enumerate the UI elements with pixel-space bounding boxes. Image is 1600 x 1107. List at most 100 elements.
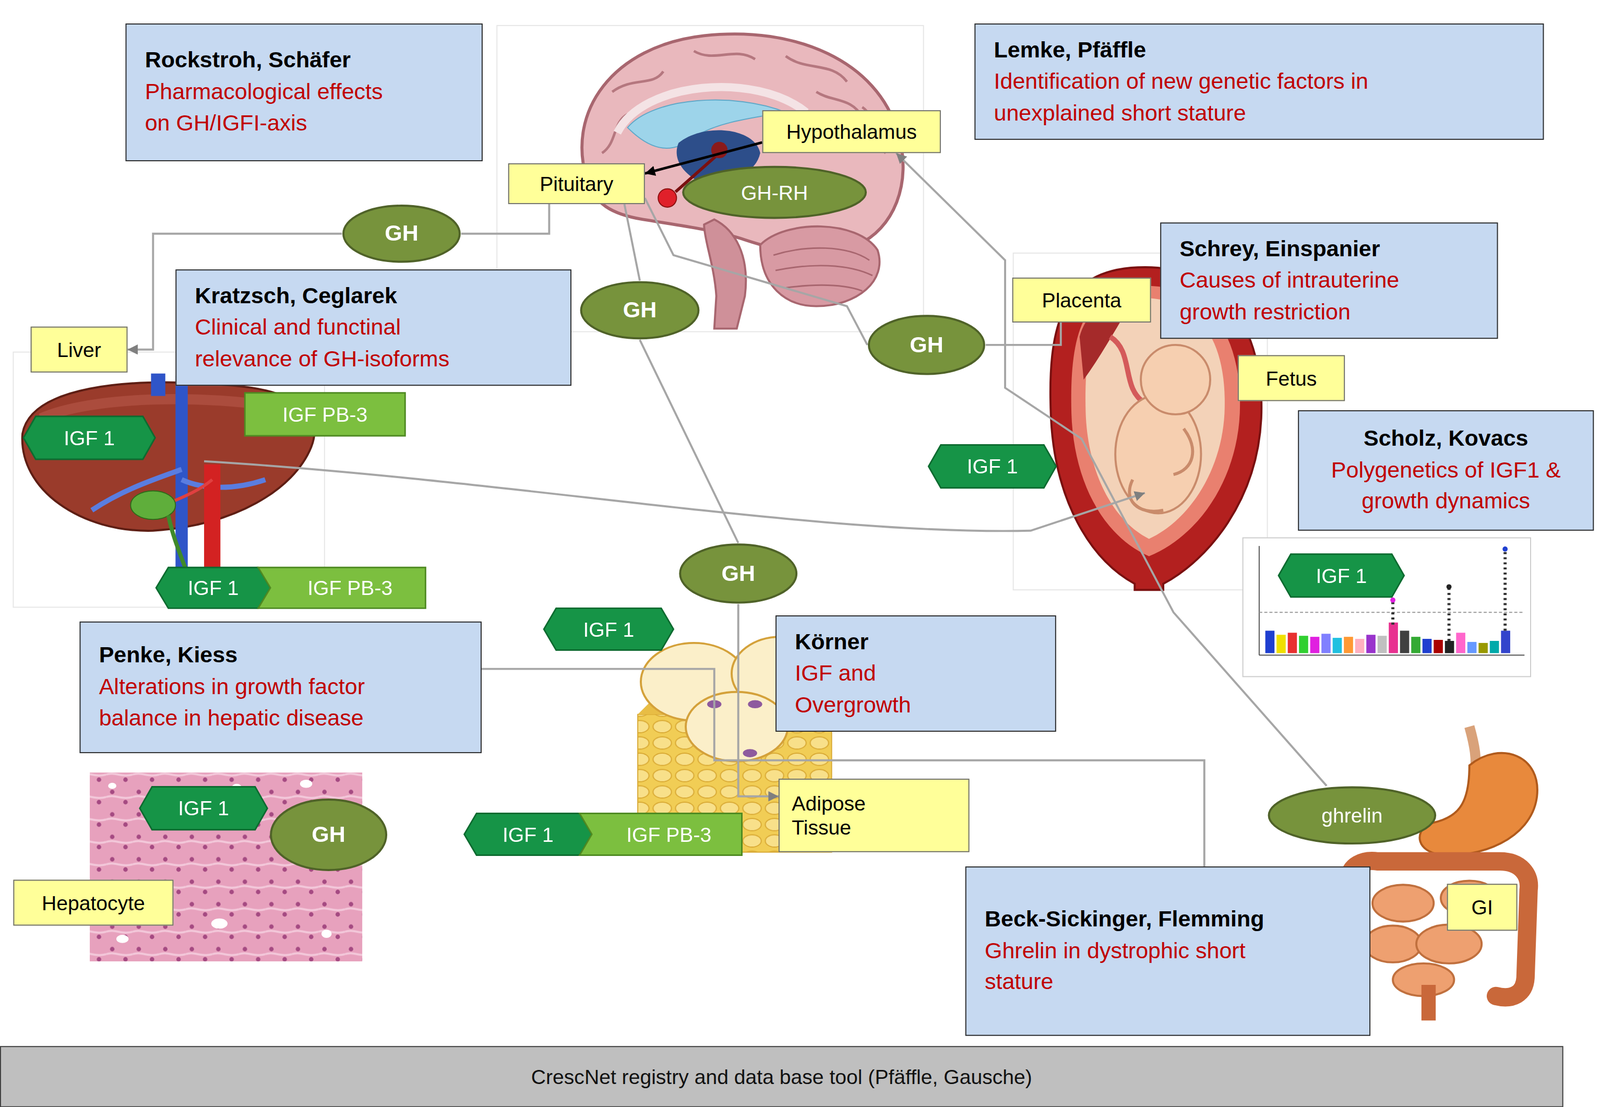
snp-column xyxy=(1355,638,1365,653)
adipocyte xyxy=(685,691,788,762)
protein-tag: IGF 1 xyxy=(543,607,674,650)
fetus-limbs xyxy=(1129,428,1193,511)
stomach xyxy=(1419,753,1537,855)
snp-column xyxy=(1377,635,1388,653)
node-text: ghrelin xyxy=(1321,804,1383,827)
connector xyxy=(738,604,779,797)
research-box: KörnerIGF and Overgrowth xyxy=(775,615,1057,733)
hormone-ellipse: GH xyxy=(867,314,986,376)
tag-outline xyxy=(1278,554,1405,597)
plot-axis xyxy=(1258,545,1260,655)
topic-text: Clinical and functinal relevance of GH-i… xyxy=(194,312,460,375)
connector xyxy=(639,339,739,543)
sinusoid xyxy=(108,782,117,790)
hormone-ellipse: GH-RH xyxy=(681,165,868,220)
research-box: Rockstroh, SchäferPharmacological effect… xyxy=(125,23,483,162)
organ-label: Adipose Tissue xyxy=(778,778,970,853)
node-text: GH xyxy=(311,822,346,847)
node-text: Fetus xyxy=(1266,365,1318,391)
tag-outline xyxy=(244,392,405,436)
protein-tag: IGF PB-3 xyxy=(579,813,743,855)
snp-column xyxy=(1287,632,1298,653)
research-box: Lemke, PfäffleIdentification of new gene… xyxy=(974,23,1544,141)
nucleus xyxy=(747,699,762,709)
snp-column xyxy=(1310,636,1320,653)
node-text: GH xyxy=(623,297,658,323)
node-text: Placenta xyxy=(1042,287,1122,313)
pituitary-dot xyxy=(658,188,677,208)
snp-dot xyxy=(1446,583,1452,590)
large-intestine xyxy=(1348,861,1530,1006)
protein-tag: IGF PB-3 xyxy=(258,567,426,608)
topic-text: IGF and Overgrowth xyxy=(794,658,948,721)
snp-peaks xyxy=(1392,551,1506,641)
tag-outline xyxy=(579,813,743,855)
connector xyxy=(624,204,640,281)
research-box: Scholz, KovacsPolygenetics of IGF1 & gro… xyxy=(1297,410,1594,531)
research-box: Kratzsch, CeglarekClinical and functinal… xyxy=(175,269,572,387)
tag-outline xyxy=(464,813,592,855)
organ-label: GI xyxy=(1447,883,1518,931)
ellipse-outline xyxy=(270,799,387,870)
topic-text: Pharmacological effects on GH/IGFI-axis xyxy=(145,76,396,140)
tag-outline xyxy=(23,416,155,460)
topic-text: Causes of intrauterine growth restrictio… xyxy=(1179,265,1425,328)
group-heading: Beck-Sickinger, Flemming xyxy=(984,903,1352,936)
snp-dot xyxy=(1502,546,1508,552)
rectum xyxy=(1421,984,1436,1021)
manhattan-plot xyxy=(1243,537,1531,677)
hormone-ellipse: ghrelin xyxy=(1267,785,1438,845)
snp-column xyxy=(1332,637,1343,653)
topic-text: Identification of new genetic factors in… xyxy=(994,66,1372,129)
fetus-head xyxy=(1140,344,1211,415)
node-text: IGF PB-3 xyxy=(626,822,712,846)
organ-label: Pituitary xyxy=(508,163,646,205)
research-box: Penke, KiessAlterations in growth factor… xyxy=(79,621,482,754)
group-heading: Scholz, Kovacs xyxy=(1363,423,1529,455)
cerebellum-folia xyxy=(773,247,873,291)
hormone-ellipse: GH xyxy=(341,204,462,264)
protein-tag: IGF 1 xyxy=(1278,554,1405,597)
node-text: Hypothalamus xyxy=(786,119,917,145)
group-heading: Kratzsch, Ceglarek xyxy=(194,280,552,313)
node-text: IGF PB-3 xyxy=(307,576,393,600)
node-text: GH xyxy=(721,560,756,586)
registry-band: CrescNet registry and data base tool (Pf… xyxy=(0,1045,1564,1107)
hepatic-vein xyxy=(150,373,165,397)
snp-column xyxy=(1478,642,1488,654)
node-text: GI xyxy=(1471,894,1494,920)
organ-label: Placenta xyxy=(1012,277,1152,323)
group-heading: Lemke, Pfäffle xyxy=(994,34,1525,66)
research-box: Schrey, EinspanierCauses of intrauterine… xyxy=(1160,222,1498,340)
protein-tag: IGF 1 xyxy=(139,786,268,830)
group-heading: Körner xyxy=(794,626,1037,659)
snp-column xyxy=(1276,634,1286,653)
node-text: IGF 1 xyxy=(187,576,240,600)
cerebellum xyxy=(760,226,880,307)
ellipse-outline xyxy=(1268,787,1436,844)
protein-tag: IGF 1 xyxy=(23,416,155,460)
group-heading: Schrey, Einspanier xyxy=(1179,233,1479,266)
node-text: Liver xyxy=(56,337,102,362)
node-text: Hepatocyte xyxy=(41,890,146,915)
snp-column xyxy=(1467,641,1477,654)
node-text: GH-RH xyxy=(741,181,808,204)
tag-outline xyxy=(543,607,674,650)
connector xyxy=(985,322,1061,345)
node-text: IGF 1 xyxy=(1315,564,1367,587)
sinusoid xyxy=(116,934,129,943)
snp-column xyxy=(1455,632,1466,653)
snp-column xyxy=(1321,633,1331,653)
plot-frame xyxy=(1243,537,1531,677)
group-heading: Rockstroh, Schäfer xyxy=(145,45,464,77)
node-text: IGF 1 xyxy=(502,822,554,846)
node-text: IGF 1 xyxy=(966,455,1019,478)
snp-column xyxy=(1422,638,1432,653)
hormone-ellipse: GH xyxy=(579,280,701,340)
node-text: Pituitary xyxy=(539,171,614,197)
connector xyxy=(461,204,550,234)
snp-column xyxy=(1388,622,1399,654)
node-text: IGF PB-3 xyxy=(282,402,368,426)
node-text: IGF 1 xyxy=(177,796,230,820)
tag-outline xyxy=(258,567,426,608)
